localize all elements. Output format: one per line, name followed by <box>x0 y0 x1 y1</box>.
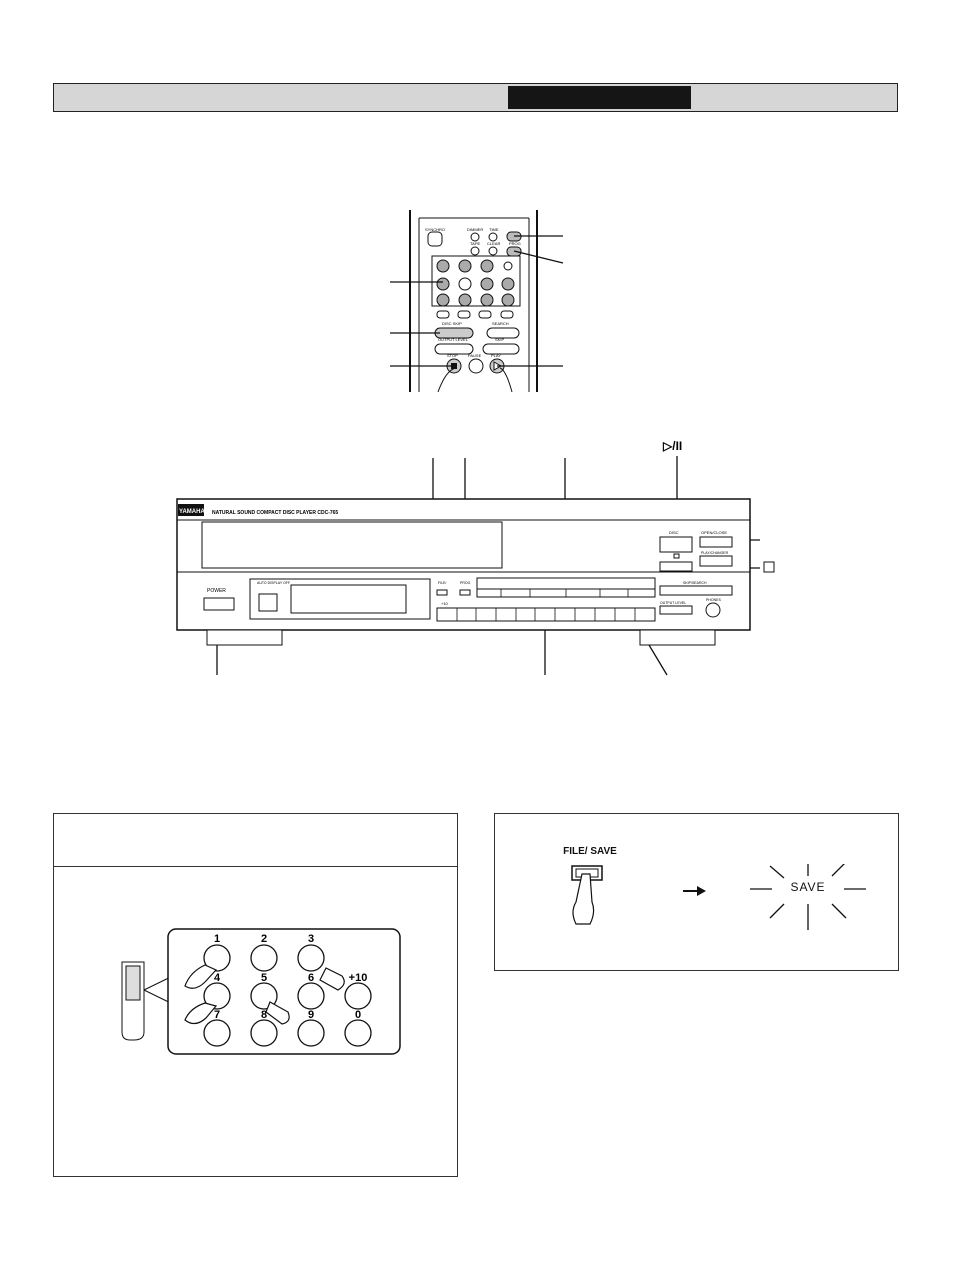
svg-text:2: 2 <box>261 933 267 945</box>
file-save-illustration <box>571 864 866 930</box>
svg-text:CLEAR: CLEAR <box>487 241 500 246</box>
file-save-panel <box>494 813 899 971</box>
svg-text:8: 8 <box>261 1009 267 1021</box>
output-level-control[interactable] <box>659 605 693 615</box>
svg-text:YAMAHA: YAMAHA <box>179 509 205 515</box>
remote-skip-button[interactable] <box>482 343 520 355</box>
svg-text:OPEN/CLOSE: OPEN/CLOSE <box>701 530 727 535</box>
remote-clear-button[interactable] <box>488 246 498 256</box>
front-display <box>290 584 407 614</box>
arrow-icon <box>683 886 706 896</box>
keypad-illustration: 1 2 3 4 5 6 +10 7 8 9 0 <box>121 928 401 1055</box>
svg-text:9: 9 <box>308 1009 314 1021</box>
svg-text:6: 6 <box>308 972 314 984</box>
svg-text:PLAY/CHANGER: PLAY/CHANGER <box>701 551 729 555</box>
phones-jack <box>705 602 721 618</box>
svg-text:AUTO DISPLAY OFF: AUTO DISPLAY OFF <box>257 581 290 585</box>
svg-text:PLAY: PLAY <box>491 353 501 358</box>
svg-text:SYNCHRO: SYNCHRO <box>425 227 445 232</box>
svg-text:OUTPUT LEVEL: OUTPUT LEVEL <box>438 337 469 342</box>
svg-text:PROG: PROG <box>509 241 521 246</box>
remote-tape-button[interactable] <box>470 246 480 256</box>
svg-text:TAPE: TAPE <box>470 241 480 246</box>
prog-button[interactable] <box>459 589 471 596</box>
svg-text:DISC SKIP: DISC SKIP <box>442 321 462 326</box>
svg-text:+10: +10 <box>349 972 368 984</box>
open-close-button[interactable] <box>699 536 733 548</box>
svg-text:STOP: STOP <box>447 353 458 358</box>
blink-rays <box>750 864 866 930</box>
power-button[interactable] <box>203 597 235 611</box>
svg-text:1: 1 <box>214 933 220 945</box>
section-header-bar <box>53 83 898 112</box>
section-header-tab <box>508 86 691 109</box>
skip-search-button[interactable] <box>659 585 733 596</box>
svg-text:3: 3 <box>308 933 314 945</box>
panel-divider <box>53 866 458 867</box>
model-line: NATURAL SOUND COMPACT DISC PLAYER CDC-76… <box>212 510 338 516</box>
remote-synchro-button[interactable] <box>427 231 443 247</box>
remote-number-keys[interactable] <box>436 259 515 307</box>
play-pause-label: ▷/II <box>662 440 682 453</box>
svg-text:DIMMER: DIMMER <box>467 227 483 232</box>
svg-text:PROG: PROG <box>460 581 471 585</box>
remote-search-button[interactable] <box>486 327 520 339</box>
svg-text:PAUSE: PAUSE <box>468 353 482 358</box>
svg-text:DISC: DISC <box>669 530 679 535</box>
svg-text:POWER: POWER <box>207 588 226 594</box>
remote-time-button[interactable] <box>488 232 498 242</box>
svg-text:+10: +10 <box>441 601 449 606</box>
svg-text:4: 4 <box>214 972 221 984</box>
svg-text:FILE/: FILE/ <box>438 581 446 585</box>
keypad-buttons[interactable] <box>203 944 372 1047</box>
front-panel-illustration: ▷/II YAMAHA NATURAL SOUND COMPACT DISC P… <box>176 440 775 676</box>
file-save-button[interactable] <box>436 589 448 596</box>
remote-dimmer-button[interactable] <box>470 232 480 242</box>
svg-text:5: 5 <box>261 972 267 984</box>
file-save-label: FILE/ SAVE <box>563 846 617 857</box>
svg-text:OUTPUT LEVEL: OUTPUT LEVEL <box>660 601 686 605</box>
save-display-text: SAVE <box>790 880 826 894</box>
svg-text:SKIP/SEARCH: SKIP/SEARCH <box>683 581 707 585</box>
disc-button[interactable] <box>659 536 693 553</box>
svg-text:PHONES: PHONES <box>706 598 721 602</box>
svg-text:SKIP: SKIP <box>495 337 504 342</box>
svg-text:7: 7 <box>214 1009 220 1021</box>
remote-output-level-button[interactable] <box>434 343 474 355</box>
svg-text:0: 0 <box>355 1009 361 1021</box>
svg-text:SEARCH: SEARCH <box>492 321 509 326</box>
remote-pause-button[interactable] <box>468 358 484 374</box>
remote-control-illustration: SYNCHRO DIMMER TIME TAPE CLEAR PROG DISC… <box>390 210 564 393</box>
svg-text:TIME: TIME <box>489 227 499 232</box>
